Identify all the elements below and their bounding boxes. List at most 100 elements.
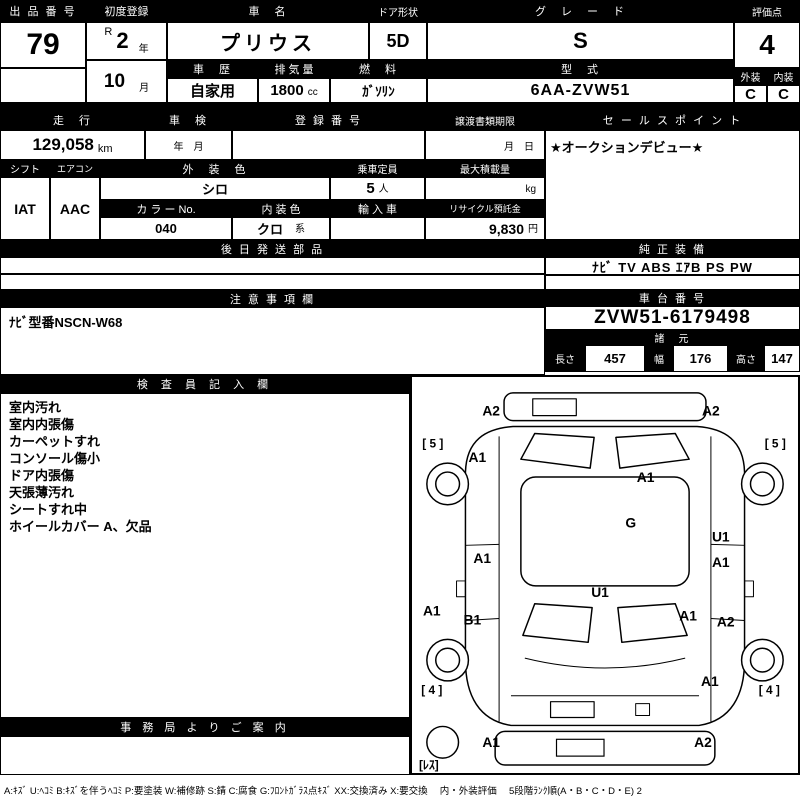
recycle-deposit-value: 9,830 円 — [425, 217, 545, 240]
inspector-note: 室内汚れ — [9, 400, 62, 415]
history-value: 自家用 — [167, 78, 258, 103]
mileage-value: 129,058 km — [0, 130, 145, 160]
rear-plate-shape — [532, 398, 577, 417]
mileage-header: 走 行 — [0, 110, 145, 130]
capacity-number: 5 — [366, 180, 375, 197]
shift-header: シフト — [0, 160, 50, 177]
first-reg-year-cell: R 2 年 — [86, 22, 167, 60]
office-info-header: 事 務 局 よ り ご 案 内 — [0, 718, 410, 736]
exterior-grade-header: 外装 — [734, 68, 767, 85]
equipment-header: 純 正 装 備 — [545, 240, 800, 257]
windshield-left-shape — [522, 602, 593, 644]
car-name-header: 車 名 — [167, 0, 369, 22]
door-shape-header: ドア形状 — [369, 0, 427, 22]
inspector-note: コンソール傷小 — [9, 451, 101, 466]
damage-marker: [ 4 ] — [759, 683, 780, 697]
dimensions-header: 諸 元 — [545, 330, 800, 345]
displacement-header: 排 気 量 — [258, 60, 330, 78]
equipment-value: ﾅﾋﾞ TV ABS ｴｱB PS PW — [545, 257, 800, 275]
height-label: 高さ — [728, 345, 764, 372]
damage-marker: [ 5 ] — [765, 436, 786, 450]
exterior-grade-value: C — [734, 85, 767, 103]
damage-marker: [ 4 ] — [421, 683, 442, 697]
length-value: 457 — [585, 345, 645, 372]
later-parts-header: 後 日 発 送 部 品 — [0, 240, 545, 257]
damage-marker: A1 — [473, 550, 491, 566]
color-no-header: カ ラ ー No. — [100, 200, 232, 217]
inspector-note: 天張薄汚れ — [9, 485, 75, 500]
sales-point-header: セ ー ル ス ポ イ ン ト — [545, 110, 800, 130]
front-bumper-shape — [494, 730, 716, 766]
car-name-value: プリウス — [167, 22, 369, 60]
recycle-deposit-header: リサイクル預託金 — [425, 200, 545, 217]
transfer-deadline-header: 譲渡書類期限 — [425, 110, 545, 130]
exterior-color-value: シロ — [100, 177, 330, 200]
damage-marker: G — [625, 514, 636, 530]
reg-year: 2 — [116, 28, 129, 53]
damage-marker: A1 — [679, 608, 697, 624]
damage-marker: A1 — [468, 449, 486, 465]
rear-window-left-shape — [520, 432, 595, 469]
grade-value: S — [427, 22, 734, 60]
windshield-right-shape — [617, 602, 688, 644]
import-value — [330, 217, 425, 240]
mileage-number: 129,058 — [32, 135, 94, 154]
equipment-empty-row — [545, 275, 800, 290]
max-load-value: kg — [425, 177, 545, 200]
transfer-deadline-value: 月 日 — [425, 130, 545, 160]
displacement-value: 1800 cc — [258, 78, 330, 103]
inspector-note: シートすれ中 — [9, 502, 88, 517]
interior-color-suffix: 系 — [295, 224, 305, 235]
caution-content: ﾅﾋﾞ型番NSCN-W68 — [0, 307, 545, 375]
inspection-header: 車 検 — [145, 110, 232, 130]
sales-point-value: ★オークションデビュー★ — [545, 130, 800, 240]
width-value: 176 — [673, 345, 728, 372]
aircon-header: エアコン — [50, 160, 100, 177]
hood-line — [524, 657, 686, 669]
registration-no-value — [232, 130, 425, 160]
displacement-number: 1800 — [270, 82, 304, 99]
inspector-note: 室内内張傷 — [9, 417, 75, 432]
recycle-fee-number: 9,830 — [488, 220, 524, 237]
chassis-no-header: 車 台 番 号 — [545, 290, 800, 306]
history-header: 車 歴 — [167, 60, 258, 78]
later-parts-row-2 — [0, 274, 545, 290]
rear-window-right-shape — [615, 432, 690, 469]
chassis-no-value: ZVW51-6179498 — [545, 306, 800, 330]
first-reg-header: 初度登録 — [86, 0, 167, 22]
aircon-value: AAC — [50, 177, 100, 240]
office-info-empty — [0, 736, 410, 775]
damage-marker: [ﾚｽ] — [419, 758, 439, 772]
model-code-header: 型 式 — [427, 60, 734, 78]
right-mirror-shape — [744, 580, 754, 598]
capacity-header: 乗車定員 — [330, 160, 425, 177]
roof-shape — [520, 476, 690, 587]
first-reg-month-cell: 10 月 — [86, 60, 167, 103]
capacity-unit: 人 — [378, 184, 389, 195]
fuel-value: ｶﾞｿﾘﾝ — [330, 78, 427, 103]
exterior-color-header: 外 装 色 — [100, 160, 330, 177]
max-load-header: 最大積載量 — [425, 160, 545, 177]
damage-marker: A1 — [712, 554, 730, 570]
mileage-unit: km — [97, 143, 113, 155]
damage-marker: A1 — [701, 673, 719, 689]
damage-marker: U1 — [712, 528, 730, 544]
era-code: R — [104, 26, 113, 38]
interior-grade-value: C — [767, 85, 800, 103]
spare-tire — [426, 725, 460, 759]
damage-marker: A2 — [482, 403, 500, 419]
fuel-header: 燃 料 — [330, 60, 427, 78]
interior-color-value: クロ 系 — [232, 217, 330, 240]
damage-marker: A2 — [694, 734, 712, 750]
legend-text: A:ｷｽﾞ U:ﾍｺﾐ B:ｷｽﾞを伴うﾍｺﾐ P:要塗装 W:補修跡 S:錆 … — [4, 786, 642, 797]
door-shape-value: 5D — [369, 22, 427, 60]
grade-header: グ レ ー ド — [427, 0, 734, 22]
damage-marker: A1 — [637, 469, 655, 485]
exhibit-no-value: 79 — [0, 22, 86, 68]
reg-month: 10 — [103, 70, 126, 92]
score-value: 4 — [734, 22, 800, 68]
damage-marker: A2 — [717, 613, 735, 629]
inspector-note: カーペットすれ — [9, 434, 101, 449]
